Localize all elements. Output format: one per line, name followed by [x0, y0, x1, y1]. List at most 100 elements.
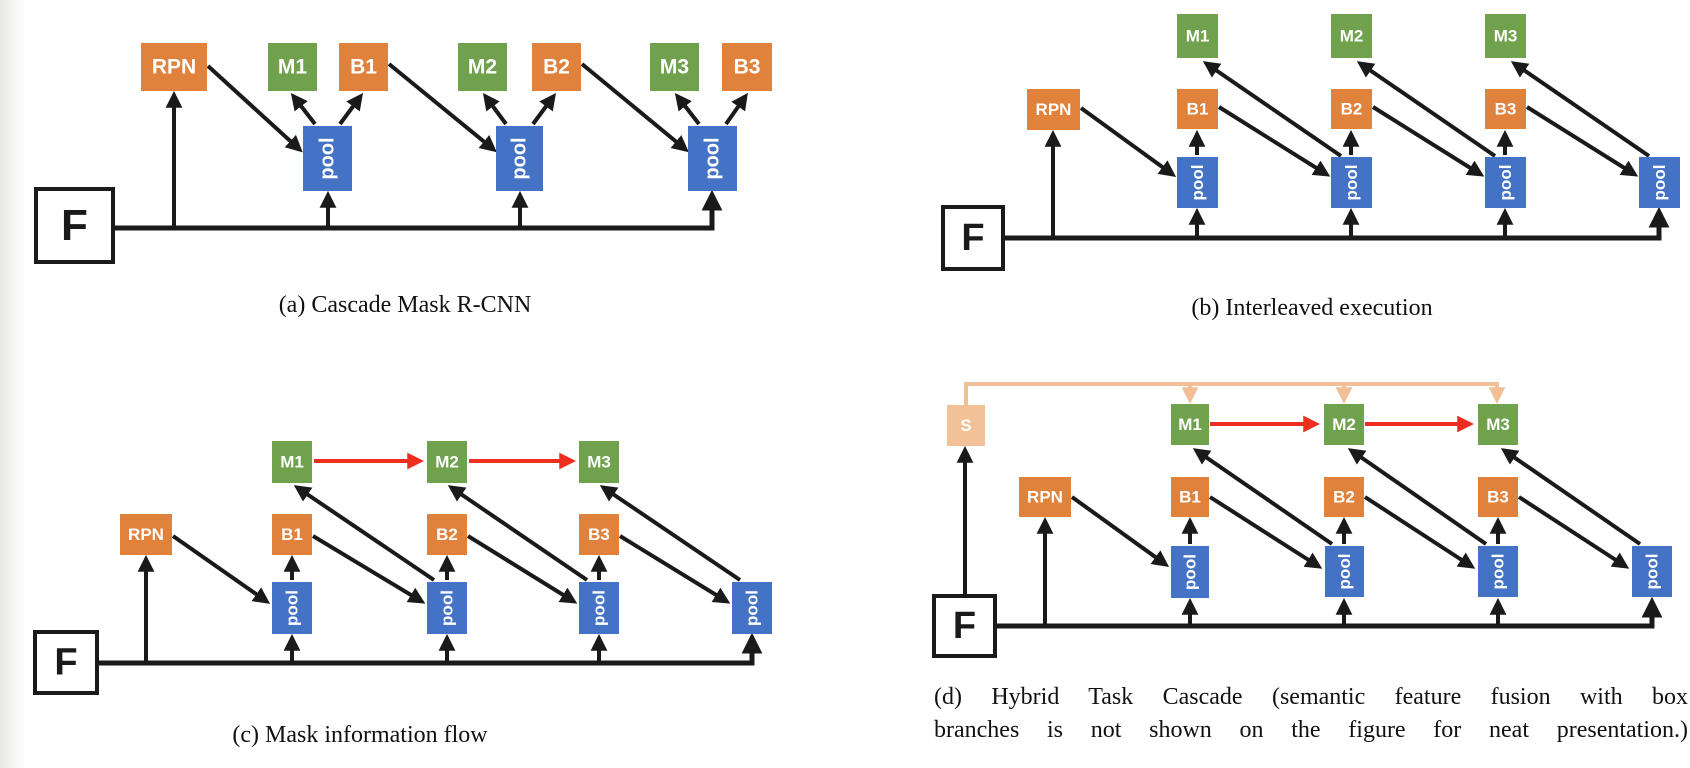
edge-c-b1-to-pool2 — [311, 534, 426, 604]
node-box — [1331, 89, 1372, 129]
node-c-m2-3: M2 — [427, 441, 467, 483]
node-box — [1485, 14, 1526, 58]
node-label: B1 — [350, 56, 377, 79]
edge-c-pool3-to-m2 — [447, 485, 589, 582]
node-b-pool-10: pool — [1485, 157, 1526, 208]
node-box — [272, 514, 312, 555]
node-b-m2-5: M2 — [1331, 14, 1372, 58]
node-label: M3 — [1486, 415, 1510, 434]
node-label: M2 — [468, 56, 497, 79]
edge-d-pool3-to-m2 — [1347, 448, 1488, 546]
node-label: RPN — [128, 525, 164, 544]
node-b-m1-2: M1 — [1177, 14, 1218, 58]
node-box — [120, 514, 172, 555]
node-a-b1-3: B1 — [339, 43, 388, 91]
node-b-m3-8: M3 — [1485, 14, 1526, 58]
node-c-pool-11: pool — [732, 582, 772, 634]
node-box — [458, 43, 507, 91]
node-b-b2-6: B2 — [1331, 89, 1372, 129]
node-b-f-0: F — [941, 205, 1005, 271]
node-label: pool — [1489, 554, 1508, 590]
node-box — [732, 582, 772, 634]
node-c-pool-8: pool — [272, 582, 312, 634]
edge-a-pool1-to-b1 — [338, 92, 363, 126]
node-d-f-0: F — [932, 594, 997, 658]
node-label: pool — [590, 590, 609, 626]
edge-b-trunk-f — [1003, 206, 1670, 241]
node-box — [1177, 157, 1218, 208]
edge-b-b2-to-pool3 — [1371, 105, 1485, 177]
node-box — [1478, 546, 1518, 597]
node-box — [1632, 546, 1672, 597]
caption-d-line2: branches is not shown on the figure for … — [934, 717, 1688, 743]
node-label: pool — [1650, 165, 1669, 201]
node-d-pool-12: pool — [1632, 546, 1672, 597]
node-d-pool-10: pool — [1325, 546, 1364, 597]
edge-b-b1-to-pool2 — [1217, 105, 1331, 177]
node-label: B3 — [1495, 100, 1517, 119]
node-a-b3-9: B3 — [722, 43, 772, 91]
caption-d: (d) Hybrid Task Cascade (semantic featur… — [934, 681, 1688, 747]
node-box — [1331, 157, 1372, 208]
node-box — [1478, 404, 1518, 445]
edge-d-b1-to-pool2 — [1208, 495, 1323, 569]
node-box — [1478, 477, 1518, 517]
node-label: M3 — [1494, 27, 1518, 46]
node-a-b2-6: B2 — [532, 43, 581, 91]
edge-a-pool1-to-m1 — [290, 93, 317, 126]
node-box — [1324, 477, 1364, 517]
node-a-rpn-1: RPN — [141, 43, 207, 91]
node-box — [1639, 157, 1680, 208]
page-edge-shading — [0, 0, 26, 768]
node-box — [1177, 14, 1218, 58]
node-box — [303, 126, 352, 191]
edge-d-pool4-to-m3 — [1500, 448, 1642, 546]
node-box — [1331, 14, 1372, 58]
node-d-pool-11: pool — [1478, 546, 1518, 597]
edge-c-trunk-f — [97, 632, 763, 666]
edge-a-pool2-to-m2 — [483, 92, 508, 126]
edge-c-pool2-to-m1 — [293, 485, 436, 582]
node-label: M2 — [1340, 27, 1364, 46]
node-d-s-1: S — [947, 405, 985, 446]
node-label: RPN — [1027, 488, 1063, 507]
node-label: B2 — [436, 525, 458, 544]
node-box — [941, 205, 1005, 271]
node-label: pool — [743, 590, 762, 626]
caption-a: (a) Cascade Mask R-CNN — [278, 292, 532, 318]
node-box — [268, 43, 317, 91]
node-b-pool-11: pool — [1639, 157, 1680, 208]
node-label: M1 — [280, 453, 304, 472]
node-label: pool — [317, 137, 339, 179]
node-box — [141, 43, 207, 91]
edge-d-trunk-f — [995, 596, 1663, 629]
node-label: M3 — [660, 56, 689, 79]
node-box — [33, 630, 99, 695]
node-label: RPN — [152, 56, 196, 79]
node-d-m2-4: M2 — [1324, 404, 1364, 445]
node-box — [1325, 546, 1364, 597]
node-box — [496, 126, 543, 191]
node-box — [532, 43, 581, 91]
edge-a-pool3-to-b3 — [724, 92, 748, 126]
node-box — [579, 441, 619, 483]
node-c-pool-10: pool — [579, 582, 619, 634]
node-d-m1-3: M1 — [1171, 404, 1209, 445]
node-box — [339, 43, 388, 91]
node-b-b3-9: B3 — [1485, 89, 1526, 129]
node-d-b1-6: B1 — [1171, 477, 1209, 517]
caption-b: (b) Interleaved execution — [1191, 295, 1433, 321]
node-a-pool-10: pool — [688, 126, 737, 191]
node-label: M1 — [1178, 415, 1202, 434]
node-box — [722, 43, 772, 91]
node-a-m2-5: M2 — [458, 43, 507, 91]
edge-c-rpn-to-pool1 — [171, 534, 271, 604]
node-label: M2 — [1332, 415, 1356, 434]
edge-d-b2-to-pool3 — [1363, 495, 1476, 569]
node-box — [1324, 404, 1364, 445]
edge-d-pool2-to-m1 — [1192, 448, 1334, 546]
